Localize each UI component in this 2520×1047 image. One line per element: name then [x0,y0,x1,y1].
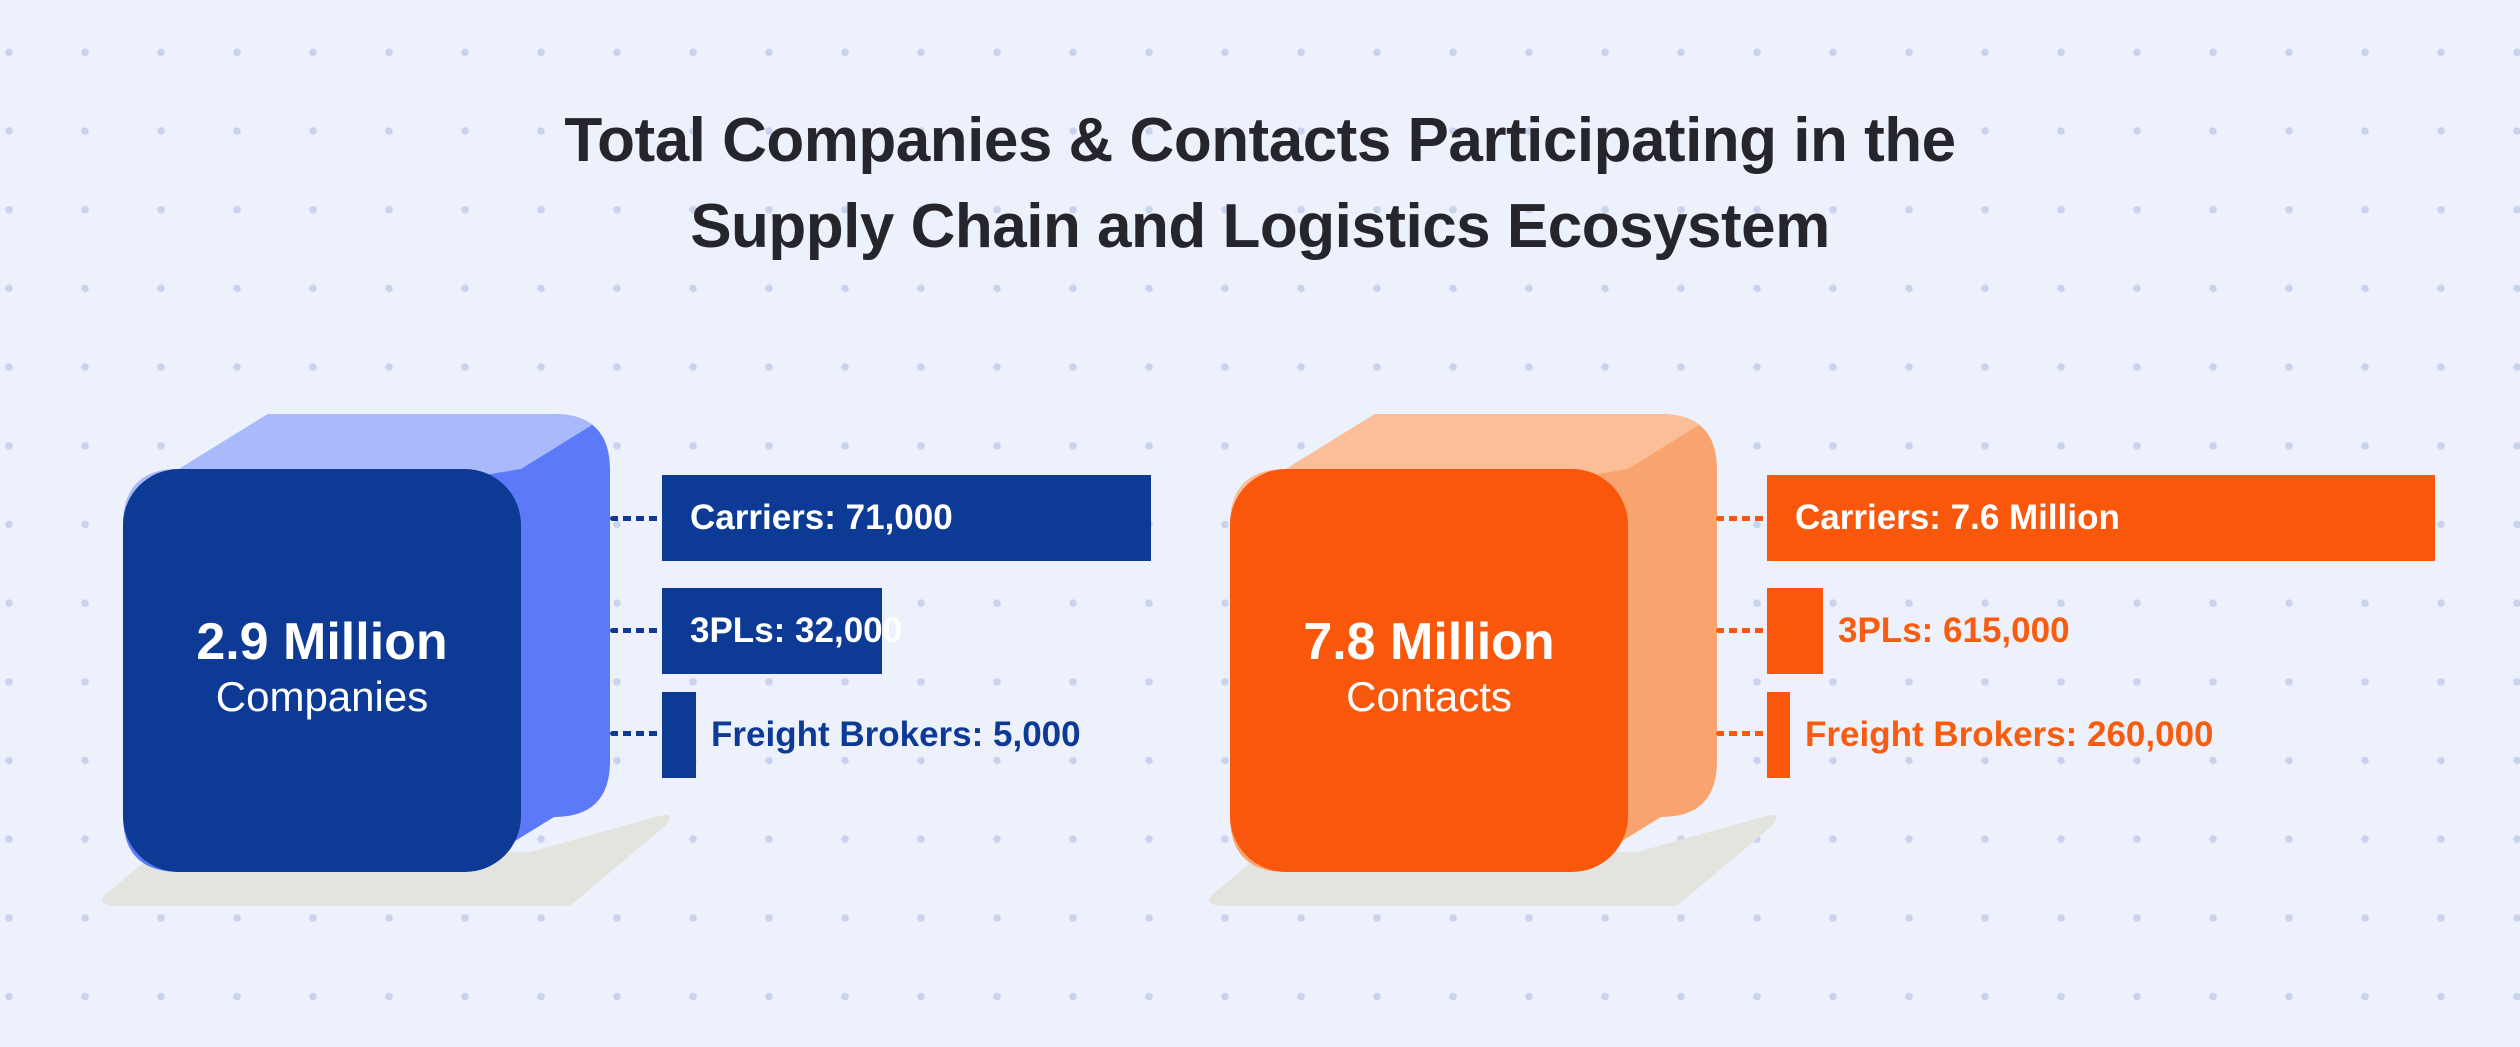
connector-line [610,628,662,633]
companies-cube [102,414,670,906]
bar-label: 3PLs: 32,000 [690,611,903,650]
contacts-cube [1209,414,1777,906]
connector-line [1716,731,1768,736]
page-title-line2: Supply Chain and Logistics Ecosystem [690,192,1830,261]
companies-cube-label: 2.9 Million Companies [123,612,521,722]
page-title-line1: Total Companies & Contacts Participating… [564,106,1956,175]
bar: 3PLs: 32,000 [662,588,902,674]
contacts-unit: Contacts [1346,673,1512,720]
contacts-total: 7.8 Million [1303,613,1555,671]
bar [1767,692,1790,778]
contacts-bar-carriers: Carriers: 7.6 Million [1767,475,2435,561]
companies-total: 2.9 Million [196,613,448,671]
connector-line [1716,628,1768,633]
bar-label: Freight Brokers: 260,000 [1805,715,2214,754]
cube-front-face [123,469,521,872]
connector-line [1716,516,1768,521]
contacts-bar-freight-brokers: Freight Brokers: 260,000 [1767,692,2214,778]
cube-front-face [1230,469,1628,872]
bar: Carriers: 7.6 Million [1767,475,2435,561]
bar-label: Carriers: 71,000 [690,498,953,537]
contacts-bar-3pls: 3PLs: 615,000 [1767,588,2070,674]
page-title: Total Companies & Contacts Participating… [0,98,2520,270]
bar-label: Freight Brokers: 5,000 [711,715,1081,754]
bar [1767,588,1823,674]
companies-bar-freight-brokers: Freight Brokers: 5,000 [662,692,1081,778]
bar: Carriers: 71,000 [662,475,1151,561]
companies-bar-carriers: Carriers: 71,000 [662,475,1151,561]
companies-bar-3pls: 3PLs: 32,000 [662,588,902,674]
contacts-cube-label: 7.8 Million Contacts [1230,612,1628,722]
connector-line [610,516,662,521]
connector-line [610,731,662,736]
companies-unit: Companies [215,673,429,720]
bar [662,692,696,778]
bar-label: 3PLs: 615,000 [1838,611,2070,650]
bar-label: Carriers: 7.6 Million [1795,498,2120,537]
